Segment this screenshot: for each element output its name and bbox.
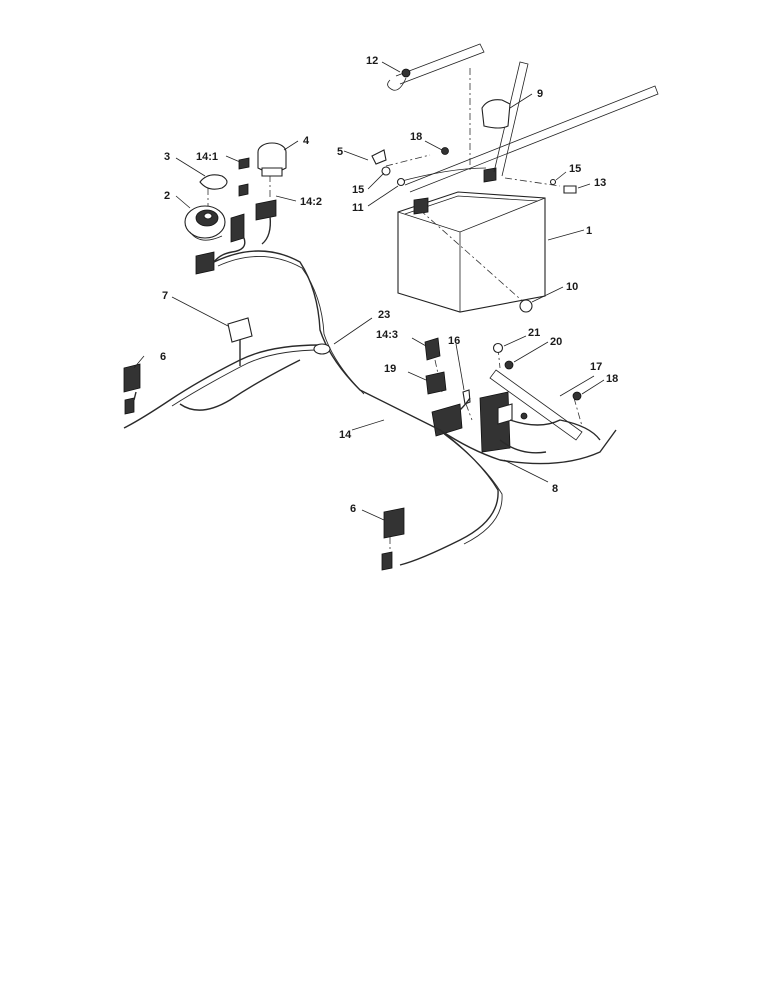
callout-17: 17 [590, 361, 602, 373]
seat-switch-left [123, 363, 141, 415]
callout-15-left: 15 [352, 184, 364, 196]
ground-strap [489, 369, 583, 441]
callout-11: 11 [352, 202, 364, 214]
callout-5: 5 [337, 146, 343, 158]
key [199, 174, 228, 190]
terminal-boot [481, 99, 511, 129]
callout-16: 16 [448, 335, 460, 347]
callout-14-3: 14:3 [376, 329, 398, 341]
callout-15-right: 15 [569, 163, 581, 175]
solenoid-assembly [431, 391, 528, 453]
callout-6-lower: 6 [350, 503, 356, 515]
callout-14: 14 [339, 429, 352, 441]
seat-switch-lower [381, 507, 405, 571]
callout-6-left: 6 [160, 351, 166, 363]
connector-14-3 [424, 337, 441, 361]
pto-switch [257, 142, 287, 177]
callout-18-right: 18 [606, 373, 618, 385]
harness-connectors-top [195, 157, 277, 275]
callout-20: 20 [550, 336, 562, 348]
leader-lines [133, 61, 605, 521]
callout-12: 12 [366, 55, 378, 67]
callout-4: 4 [303, 135, 310, 147]
callout-9: 9 [537, 88, 543, 100]
battery-cables [395, 43, 659, 193]
callout-8: 8 [552, 483, 558, 495]
hook-strap [387, 68, 411, 91]
callout-21: 21 [528, 327, 540, 339]
callout-13: 13 [594, 177, 606, 189]
callout-19: 19 [384, 363, 396, 375]
callout-2: 2 [164, 190, 170, 202]
callout-23: 23 [378, 309, 390, 321]
relay [425, 371, 447, 395]
connector-7 [227, 317, 253, 343]
wiring-harness [123, 215, 617, 566]
callout-14-1: 14:1 [196, 151, 218, 163]
callout-18-top: 18 [410, 131, 422, 143]
callout-7: 7 [162, 290, 168, 302]
callout-3: 3 [164, 151, 170, 163]
callout-labels: 1 2 3 4 5 6 6 7 8 9 10 11 12 13 14 14:1 … [160, 55, 618, 515]
callout-1: 1 [586, 225, 592, 237]
ignition-switch [184, 205, 226, 241]
battery [397, 167, 546, 313]
callout-14-2: 14:2 [300, 196, 322, 208]
callout-10: 10 [566, 281, 578, 293]
